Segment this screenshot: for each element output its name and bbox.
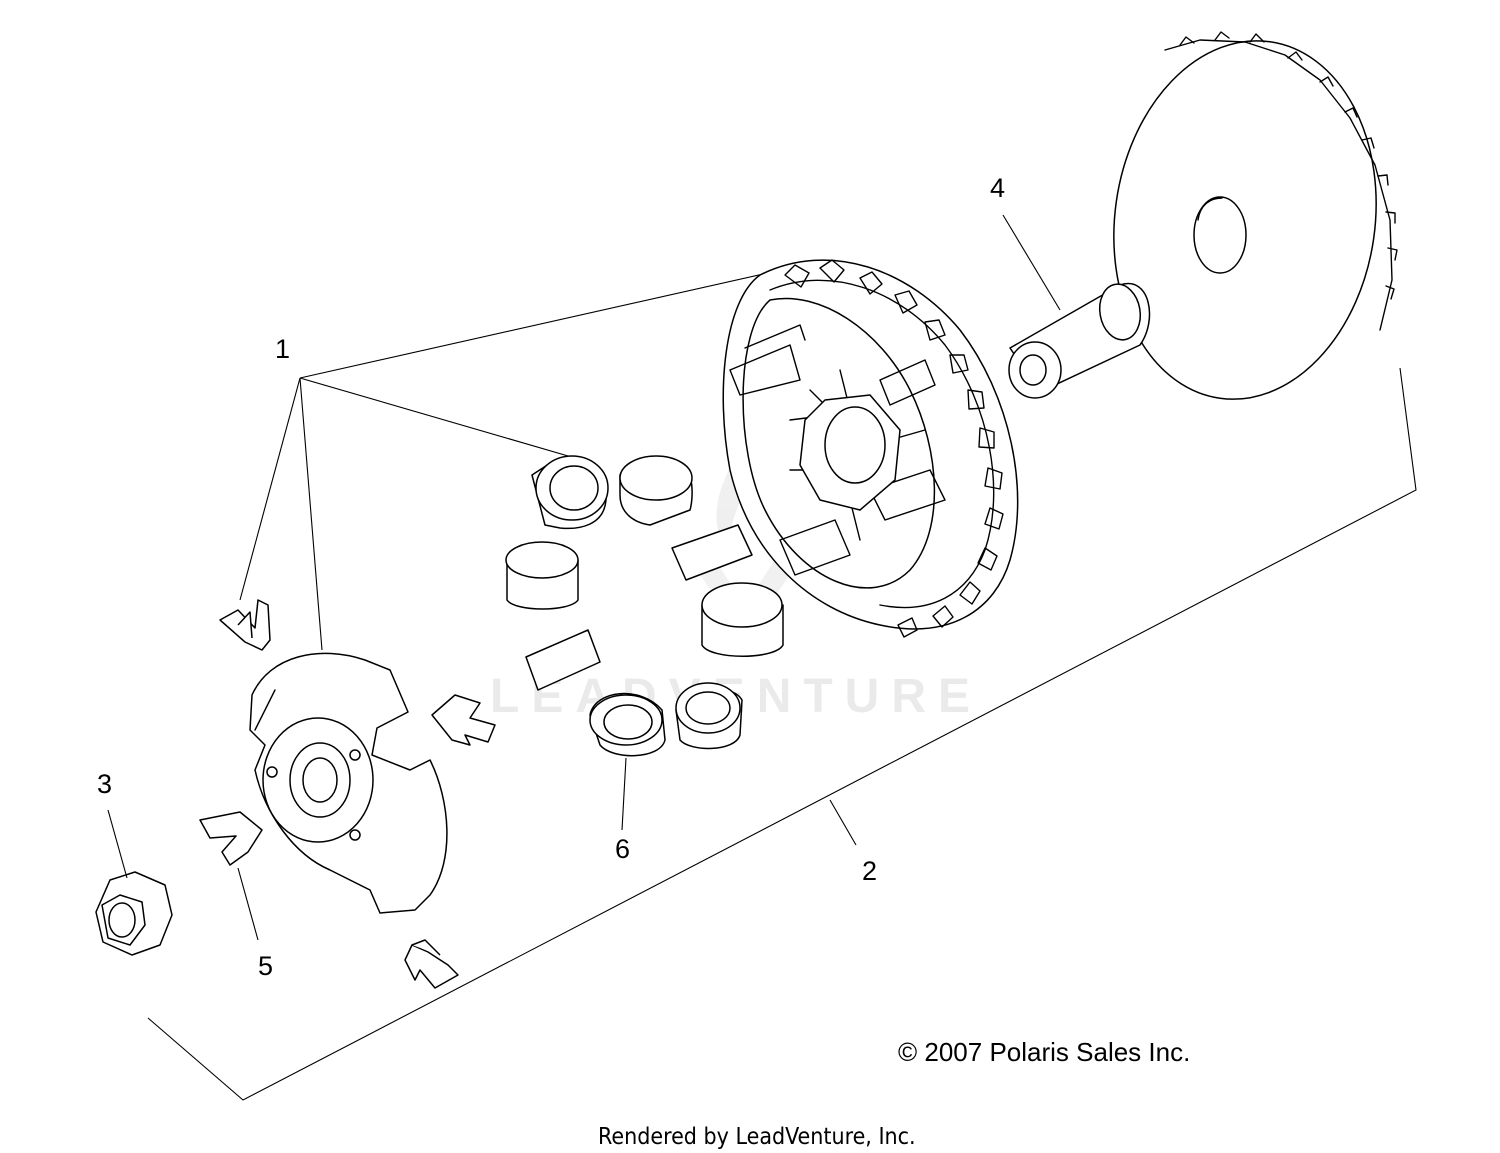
rendered-by-credit: Rendered by LeadVenture, Inc. (598, 1124, 916, 1150)
roller (675, 682, 743, 750)
movable-sheave (1113, 31, 1398, 400)
callout-3: 3 (97, 769, 112, 799)
callout-6: 6 (615, 834, 630, 864)
callout-1: 1 (275, 334, 290, 364)
callout-1-leaders (239, 267, 791, 651)
copyright-notice: © 2007 Polaris Sales Inc. (898, 1037, 1190, 1067)
flange-nut (95, 809, 173, 956)
clutch-plate (249, 652, 448, 914)
roller (505, 541, 579, 610)
callout-labels: 1 2 3 4 5 6 (97, 173, 1005, 981)
callout-5: 5 (258, 951, 273, 981)
wear-pads (525, 524, 753, 691)
buttons (199, 599, 496, 989)
bushing (1002, 214, 1151, 399)
rollers (505, 455, 784, 831)
roller (701, 582, 784, 657)
roller (531, 455, 609, 530)
spider-assembly (722, 259, 1019, 638)
callout-2: 2 (862, 856, 877, 886)
callout-2-bracket (147, 367, 1417, 1101)
roller (589, 692, 666, 831)
roller (619, 455, 693, 526)
callout-4: 4 (990, 173, 1005, 203)
